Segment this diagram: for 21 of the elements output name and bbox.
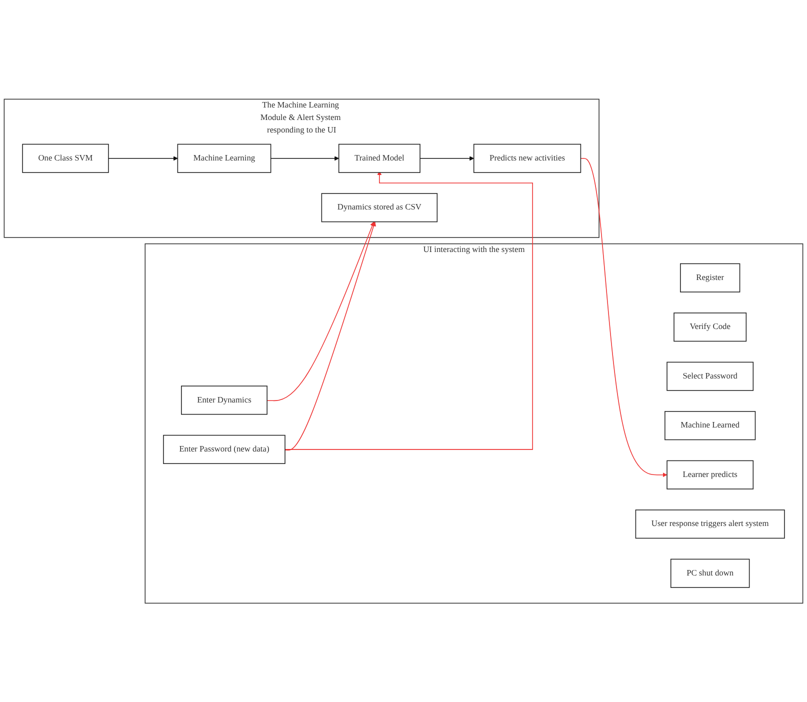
node-box: Register [680, 263, 740, 292]
node-box: User response triggers alert system [635, 509, 785, 538]
node-box: PC shut down [670, 558, 750, 588]
node-box: Verify Code [674, 312, 747, 342]
arrow [420, 156, 474, 160]
node-box: Dynamics stored as CSV [321, 192, 438, 222]
node-box: Predicts new activities [473, 144, 582, 173]
arrow [580, 158, 668, 477]
node-box: One Class SVM [22, 144, 109, 173]
arrow [108, 156, 178, 160]
arrow [284, 221, 376, 450]
arrow [284, 170, 533, 450]
node-box: Select Password [666, 362, 754, 391]
node-box: Enter Dynamics [181, 385, 268, 415]
arrow [270, 156, 340, 160]
node-box: Trained Model [338, 144, 420, 173]
node-box: Learner predicts [666, 460, 754, 490]
arrow [266, 221, 374, 401]
node-box: Enter Password (new data) [163, 434, 286, 464]
node-box: Machine Learning [177, 144, 272, 173]
node-box: Machine Learned [664, 410, 756, 440]
